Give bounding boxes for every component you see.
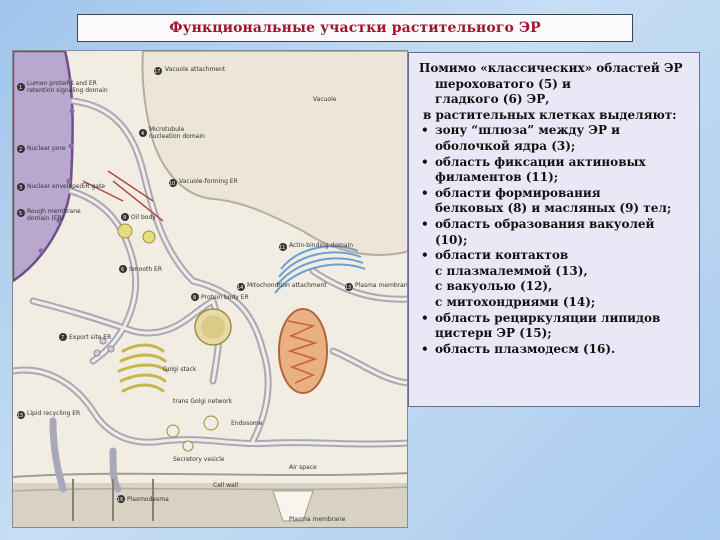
- list-item-line: область образования вакуолей (10);: [435, 216, 655, 247]
- oil-body-1: [117, 223, 133, 239]
- oil-body-2: [142, 230, 156, 244]
- microtubules: [82, 170, 164, 222]
- golgi-stack: [117, 343, 169, 393]
- label-11: Actin-binding domain: [289, 242, 353, 249]
- list-item: область рециркуляции липидов цистерн ЭР …: [419, 311, 691, 342]
- label-17: Vacuole attachment: [165, 66, 226, 73]
- protein-body-core: [201, 315, 225, 339]
- region-list: зону “шлюза” между ЭР и оболочкой ядра (…: [419, 123, 691, 357]
- list-item-line: области формирования: [435, 185, 601, 200]
- svg-text:9: 9: [123, 215, 126, 221]
- svg-text:7: 7: [61, 335, 64, 341]
- list-item: области формирования белковых (8) и масл…: [419, 186, 691, 217]
- svg-text:11: 11: [279, 245, 285, 251]
- svg-text:4: 4: [141, 131, 144, 137]
- list-item-line: область рециркуляции липидов: [435, 310, 661, 325]
- mitochondrion: [278, 308, 328, 394]
- er-diagram-figure: 1 Lumen proteins and ER retention signal…: [12, 50, 408, 528]
- intro-paragraph: Помимо «классических» областей ЭР шерохо…: [419, 61, 691, 123]
- intro-line-3: гладкого (6) ЭР,: [435, 92, 550, 107]
- svg-text:2: 2: [19, 147, 22, 153]
- label-3: Nuclear envelope/ER gate: [27, 183, 105, 190]
- label-14: Mitochondrion attachment: [247, 282, 327, 289]
- list-item-line: с вакуолью (12),: [435, 279, 553, 294]
- svg-text:6: 6: [121, 267, 124, 273]
- svg-text:domain (ER): domain (ER): [27, 215, 64, 222]
- svg-text:nucleation domain: nucleation domain: [149, 133, 205, 140]
- list-item: область фиксации актиновых филаментов (1…: [419, 155, 691, 186]
- list-item-line: с плазмалеммой (13),: [435, 263, 588, 278]
- label-4: Microtubule: [149, 126, 185, 133]
- svg-text:10: 10: [169, 181, 175, 187]
- plasmodesmata: [72, 479, 154, 521]
- er-network-lumen: [13, 99, 407, 446]
- intro-line-4: в растительных клетках выделяют:: [423, 107, 677, 122]
- label-cell-wall: Cell wall: [213, 482, 238, 489]
- list-item: область образования вакуолей (10);: [419, 217, 691, 248]
- plasma-membrane-line: [13, 472, 407, 478]
- slide-title: Функциональные участки растительного ЭР: [169, 20, 541, 36]
- air-space: [272, 490, 314, 522]
- label-secretory: Secretory vesicle: [173, 456, 225, 463]
- chloroplast-stacks: [274, 245, 366, 294]
- intro-line-2: шероховатого (5) и: [435, 76, 571, 91]
- label-plasma-membrane: Plasma membrane: [289, 516, 346, 523]
- intro-line-1: Помимо «классических» областей ЭР: [419, 61, 683, 75]
- description-panel: Помимо «классических» областей ЭР шерохо…: [408, 52, 700, 407]
- list-item-line: филаментов (11);: [435, 170, 559, 185]
- list-item: область плазмодесм (16).: [419, 342, 691, 358]
- list-item: области контактов с плазмалеммой (13), с…: [419, 248, 691, 310]
- svg-text:17: 17: [154, 69, 160, 75]
- label-air-space: Air space: [289, 464, 317, 471]
- svg-text:3: 3: [19, 185, 22, 191]
- list-item-line: цистерн ЭР (15);: [435, 326, 552, 341]
- list-item-line: с митохондриями (14);: [435, 294, 596, 309]
- label-13: Plasma membrane: [355, 282, 408, 289]
- list-item-line: оболочкой ядра (3);: [435, 138, 576, 153]
- label-5: Rough membrane: [27, 208, 81, 215]
- label-1: Lumen proteins and ER: [27, 80, 97, 87]
- nuclear-pores: [38, 78, 75, 254]
- svg-text:retention signaling domain: retention signaling domain: [27, 87, 108, 94]
- secretory-vesicles: [166, 415, 219, 452]
- svg-text:5: 5: [19, 211, 22, 217]
- label-endosome: Endosome: [231, 420, 263, 427]
- svg-text:8: 8: [193, 295, 196, 301]
- label-9: Oil body: [131, 214, 156, 221]
- label-vacuole: Vacuole: [313, 96, 337, 103]
- export-vesicles: [93, 337, 115, 357]
- label-7: Export site ER: [69, 334, 111, 341]
- title-box: Функциональные участки растительного ЭР: [77, 14, 633, 42]
- mitochondrion-cristae: [287, 320, 318, 384]
- figure-labels: 1 Lumen proteins and ER retention signal…: [17, 66, 408, 523]
- cell-wall-band: [13, 483, 407, 527]
- vacuole-shape: [141, 51, 407, 256]
- list-item-line: области контактов: [435, 248, 569, 263]
- svg-text:1: 1: [19, 85, 22, 91]
- label-15: Lipid recycling ER: [27, 410, 80, 417]
- label-8: Protein body ER: [201, 294, 249, 301]
- label-16: Plasmodesma: [127, 496, 169, 503]
- label-golgi: Golgi stack: [163, 366, 197, 373]
- svg-text:15: 15: [17, 413, 23, 419]
- label-2: Nuclear pore: [27, 145, 66, 152]
- list-item-line: область фиксации актиновых: [435, 154, 646, 169]
- list-item-line: зону “шлюза” между ЭР и: [435, 123, 621, 138]
- svg-text:14: 14: [237, 285, 243, 291]
- svg-text:13: 13: [345, 285, 351, 291]
- label-10: Vacuole-forming ER: [179, 178, 238, 185]
- label-trans-golgi: trans Golgi network: [173, 398, 233, 405]
- svg-text:16: 16: [117, 497, 123, 503]
- label-6: Smooth ER: [129, 266, 162, 273]
- er-diagram: 1 Lumen proteins and ER retention signal…: [13, 51, 408, 527]
- list-item-line: белковых (8) и масляных (9) тел;: [435, 201, 672, 216]
- list-item: зону “шлюза” между ЭР и оболочкой ядра (…: [419, 123, 691, 154]
- list-item-line: область плазмодесм (16).: [435, 341, 616, 356]
